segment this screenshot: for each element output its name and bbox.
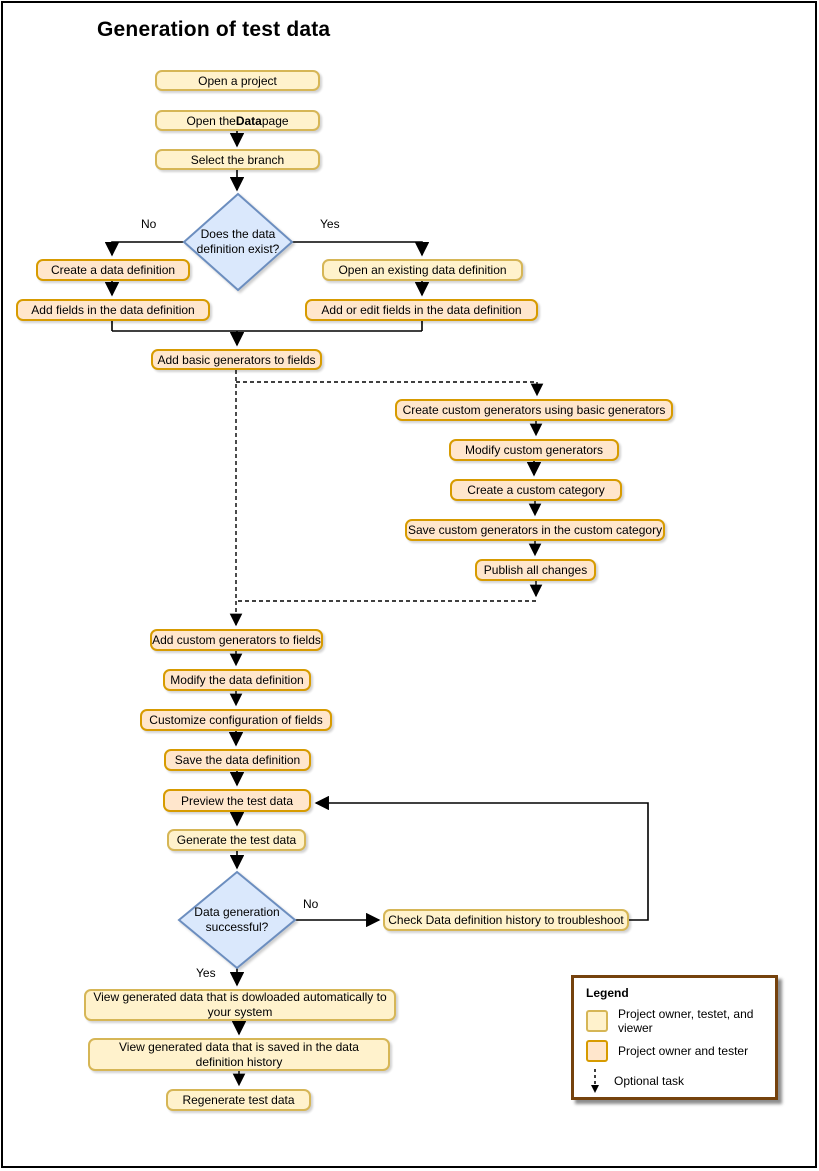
edge-label-yes-1: Yes xyxy=(320,217,340,231)
legend-item-owner-tester: Project owner and tester xyxy=(586,1040,765,1062)
step-save-custom-generators: Save custom generators in the custom cat… xyxy=(405,519,665,541)
step-open-existing-definition: Open an existing data definition xyxy=(322,259,523,281)
step-create-custom-category: Create a custom category xyxy=(450,479,622,501)
step-open-the-data-page: Open the Data page xyxy=(155,110,320,131)
step-customize-configuration: Customize configuration of fields xyxy=(140,709,332,731)
step-add-fields: Add fields in the data definition xyxy=(16,299,210,321)
legend: Legend Project owner, testet, and viewer… xyxy=(571,975,778,1100)
step-save-data-definition: Save the data definition xyxy=(164,749,311,771)
decision-line2: definition exist? xyxy=(196,242,280,256)
dashed-arrow-icon xyxy=(586,1068,604,1094)
step-publish-all-changes: Publish all changes xyxy=(475,559,596,581)
step-open-the-data-page-prefix: Open the xyxy=(186,113,236,128)
edge-label-no-1: No xyxy=(141,217,157,231)
step-add-custom-generators: Add custom generators to fields xyxy=(150,629,323,651)
legend-swatch-yellow xyxy=(586,1010,608,1032)
step-modify-data-definition: Modify the data definition xyxy=(163,669,311,691)
edge-label-yes-2: Yes xyxy=(196,966,216,980)
decision-generation-successful-text: Data generation successful? xyxy=(177,905,297,935)
step-add-basic-generators: Add basic generators to fields xyxy=(151,349,322,370)
step-generate-test-data: Generate the test data xyxy=(167,829,306,851)
legend-swatch-orange xyxy=(586,1040,608,1062)
edge-label-no-2: No xyxy=(303,897,319,911)
step-add-or-edit-fields: Add or edit fields in the data definitio… xyxy=(305,299,538,321)
step-regenerate-test-data: Regenerate test data xyxy=(166,1089,311,1111)
decision-line2: successful? xyxy=(205,920,269,934)
decision-line1: Data generation xyxy=(194,905,280,919)
legend-title: Legend xyxy=(586,986,629,1000)
step-modify-custom-generators: Modify custom generators xyxy=(449,439,619,461)
step-create-custom-generators: Create custom generators using basic gen… xyxy=(395,399,673,421)
step-view-saved-data: View generated data that is saved in the… xyxy=(88,1038,390,1071)
decision-line1: Does the data xyxy=(200,227,276,241)
legend-item-optional-task: Optional task xyxy=(586,1068,765,1094)
step-create-data-definition: Create a data definition xyxy=(36,259,190,281)
page-title: Generation of test data xyxy=(97,18,331,41)
legend-item-all-roles: Project owner, testet, and viewer xyxy=(586,1007,765,1035)
step-check-history: Check Data definition history to trouble… xyxy=(383,909,629,931)
step-preview-test-data: Preview the test data xyxy=(163,789,311,812)
step-view-downloaded-data: View generated data that is dowloaded au… xyxy=(84,989,396,1021)
legend-item-label: Optional task xyxy=(614,1074,685,1088)
legend-item-label: Project owner and tester xyxy=(618,1044,749,1058)
step-select-the-branch: Select the branch xyxy=(155,149,320,170)
step-open-the-data-page-bold: Data xyxy=(235,113,262,128)
step-open-a-project: Open a project xyxy=(155,70,320,91)
decision-definition-exists-text: Does the data definition exist? xyxy=(178,227,298,257)
step-open-the-data-page-suffix: page xyxy=(261,113,289,128)
legend-item-label: Project owner, testet, and viewer xyxy=(618,1007,754,1035)
